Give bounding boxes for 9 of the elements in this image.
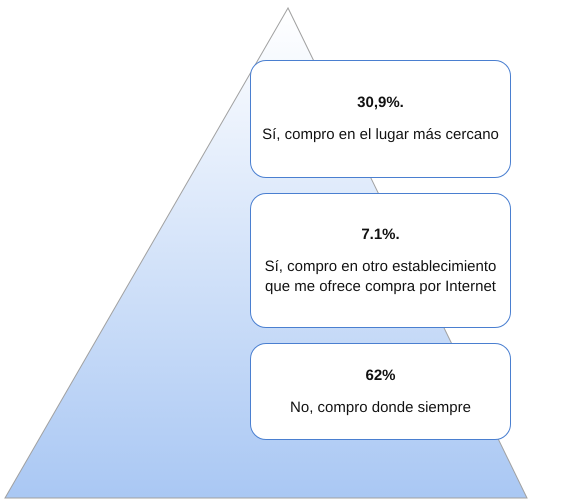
- answer-text: Sí, compro en otro establecimiento que me ofrece compra por Internet: [264, 256, 498, 296]
- answer-text: Sí, compro en el lugar más cercano: [262, 125, 499, 145]
- text-box: [250, 193, 511, 328]
- text-box: [250, 343, 511, 440]
- percentage-heading: 7.1%.: [361, 224, 400, 244]
- answer-text: No, compro donde siempre: [290, 398, 471, 418]
- percentage-heading: 62%: [365, 366, 396, 386]
- text-box: [250, 60, 511, 178]
- percentage-heading: 30,9%.: [357, 93, 404, 113]
